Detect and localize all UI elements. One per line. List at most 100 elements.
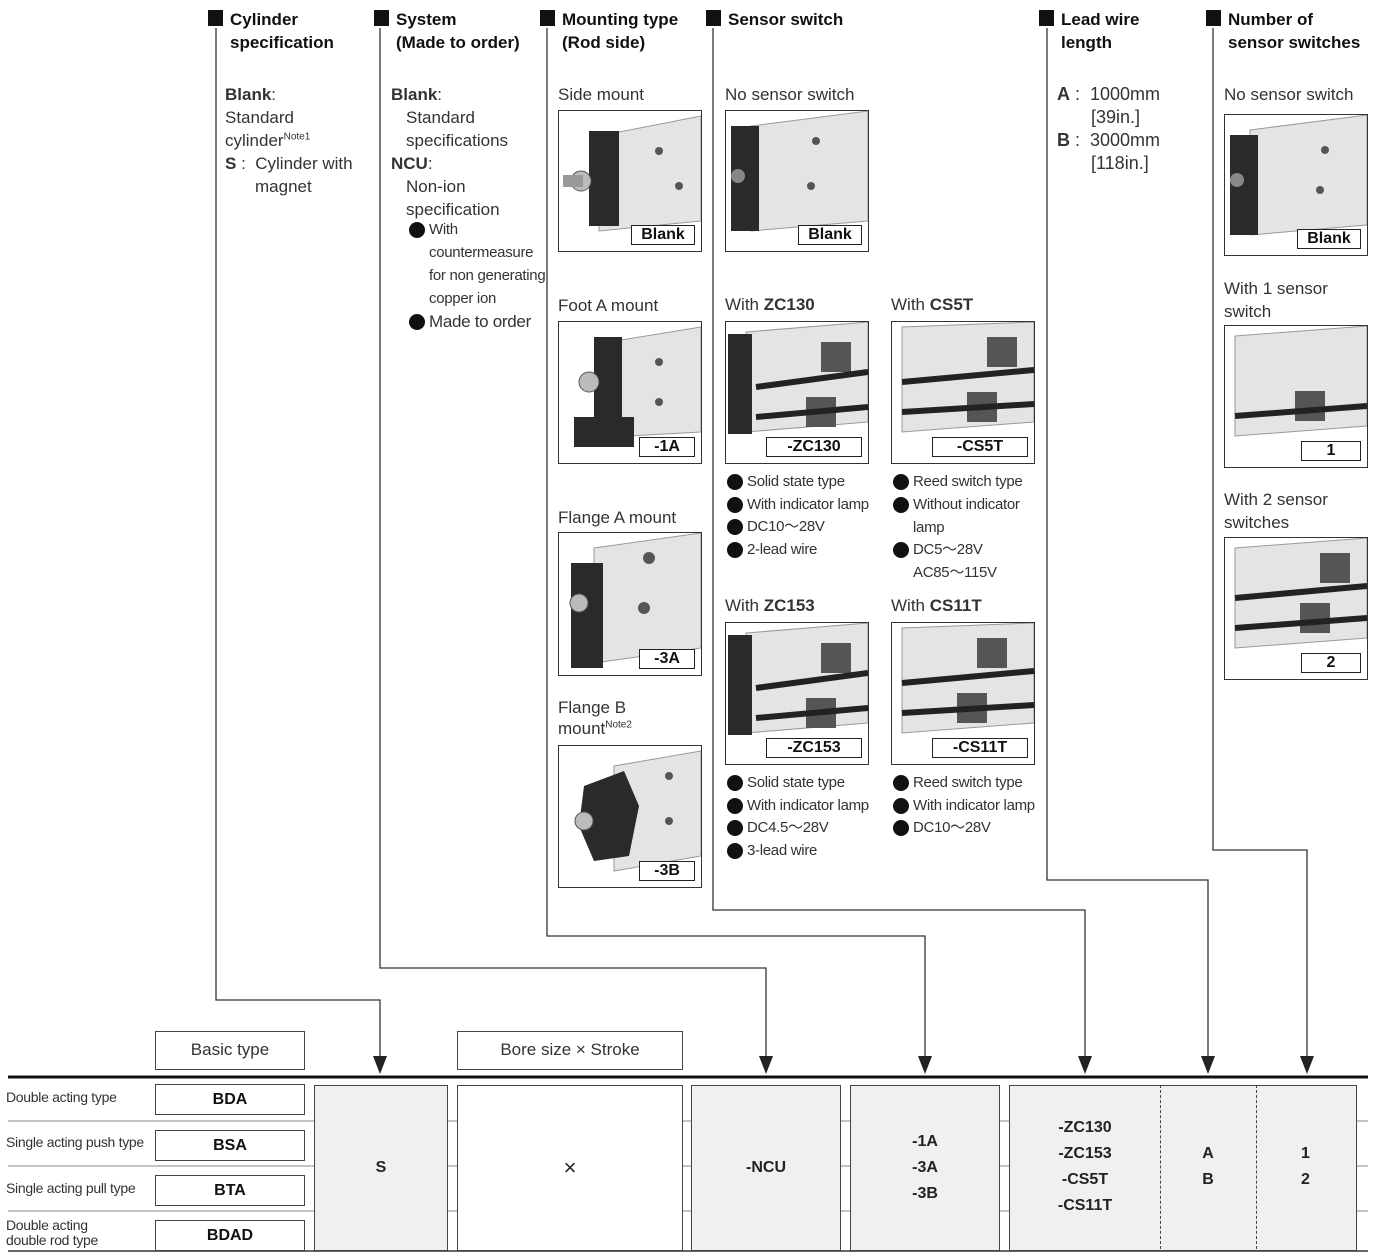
type-name: Single acting push type	[6, 1134, 144, 1150]
cell-value: -ZC130	[1058, 1119, 1112, 1136]
type-code: BTA	[155, 1175, 305, 1206]
count-blank-photo: Blank	[1224, 114, 1368, 256]
header-marker-icon	[706, 10, 721, 26]
count-label: No sensor switch	[1224, 85, 1354, 104]
spec-line: DC10～28V	[893, 816, 991, 839]
header-line: sensor switches	[1228, 33, 1361, 52]
cell-value: A	[1202, 1145, 1214, 1162]
cell-value: -1A	[912, 1133, 938, 1150]
zc130-specs: Solid state type	[727, 470, 845, 493]
mount-label: mount	[558, 719, 606, 738]
bullet-line: countermeasure	[429, 244, 534, 261]
cell-value: -CS5T	[1061, 1171, 1109, 1188]
system-spec-options: Blank: Standard specifications NCU: Non-…	[391, 85, 509, 219]
header-marker-icon	[1039, 10, 1054, 26]
sensor-title: With CS11T	[891, 595, 982, 617]
sensor-code: -CS5T	[932, 437, 1028, 457]
spec-line-multi: DC5～28V AC85～115V	[893, 538, 997, 584]
count-label-block: With 2 sensor switches	[1224, 488, 1328, 534]
spec-line: Without indicator	[913, 496, 1020, 513]
spec-line: DC5～28V	[913, 541, 983, 558]
system-bullet: Made to order	[409, 310, 531, 333]
cs11t-photo: -CS11T	[891, 622, 1035, 765]
option-key: Blank	[391, 85, 438, 104]
option-sub: [39in.]	[1091, 107, 1141, 127]
header-cylinder-spec: Cylinder specification	[208, 8, 334, 54]
cell-value: -CS11T	[1057, 1197, 1113, 1214]
type-name: double rod type	[6, 1232, 99, 1248]
mount-code: -1A	[639, 437, 695, 457]
spec-line: AC85～115V	[913, 564, 997, 581]
option-desc: magnet	[255, 177, 312, 196]
cell-switch-count: 1 2	[1257, 1086, 1354, 1248]
cell-bore-stroke: ×	[457, 1085, 683, 1251]
header-line: Cylinder	[230, 10, 299, 29]
header-marker-icon	[540, 10, 555, 26]
cell-value: 1	[1301, 1145, 1310, 1162]
spec-line: Solid state type	[727, 771, 845, 794]
header-line: System	[396, 10, 457, 29]
sensor-label: No sensor switch	[725, 85, 855, 104]
mount-label: Flange A mount	[558, 508, 677, 527]
option-desc: Non-ion	[406, 177, 466, 196]
count-label: With 1 sensor	[1224, 279, 1328, 298]
cell-value: -3B	[912, 1185, 938, 1202]
header-line: Sensor switch	[728, 10, 844, 29]
type-name-block: Double acting double rod type	[6, 1218, 98, 1248]
option-value: 1000mm	[1090, 84, 1161, 104]
option-desc: specification	[406, 200, 500, 219]
cell-sensor: -ZC130 -ZC153 -CS5T -CS11T	[1010, 1086, 1160, 1248]
option-key: NCU	[391, 154, 428, 173]
header-line: (Rod side)	[562, 33, 646, 52]
option-desc: specifications	[406, 131, 509, 150]
mount-label: Foot A mount	[558, 296, 659, 315]
header-system: System (Made to order)	[374, 8, 520, 54]
type-code: BDA	[155, 1084, 305, 1115]
cell-mounting: -1A -3A -3B	[850, 1085, 1000, 1251]
zc130-photo: -ZC130	[725, 321, 869, 464]
spec-line: DC10～28V	[727, 515, 825, 538]
lead-wire-options: A : 1000mm [39in.] B : 3000mm [118in.]	[1057, 84, 1161, 173]
spec-line: 3-lead wire	[726, 839, 817, 862]
count-code: Blank	[1297, 229, 1361, 249]
option-desc: cylinder	[225, 131, 284, 150]
option-desc: Standard	[406, 108, 475, 127]
bullet-line: for non generating	[429, 267, 546, 284]
sensor-code: Blank	[798, 225, 862, 245]
mount-code: -3A	[639, 649, 695, 669]
option-desc: Cylinder with	[255, 154, 353, 173]
sensor-name: ZC130	[763, 295, 815, 314]
spec-line: Reed switch type	[892, 470, 1023, 493]
mount-label: Side mount	[558, 85, 644, 104]
count-2-photo: 2	[1224, 537, 1368, 680]
sensor-code: -CS11T	[932, 738, 1028, 758]
sensor-prefix: With	[725, 295, 764, 314]
foot-a-mount-photo: -1A	[558, 321, 702, 464]
spec-line-multi: Without indicator lamp	[893, 493, 1020, 539]
spec-line: With indicator lamp	[727, 794, 869, 817]
spec-line: 2-lead wire	[726, 538, 817, 561]
type-code: BSA	[155, 1130, 305, 1161]
header-marker-icon	[208, 10, 223, 26]
count-code: 2	[1301, 653, 1361, 673]
header-number-of-switches: Number of sensor switches	[1206, 8, 1361, 54]
header-line: length	[1061, 33, 1112, 52]
divider	[1256, 1085, 1257, 1249]
cell-sensor-group	[1009, 1085, 1357, 1251]
cell-system: -NCU	[691, 1085, 841, 1251]
header-sensor-switch: Sensor switch	[706, 8, 844, 31]
mount-code: Blank	[631, 225, 695, 245]
spec-line: lamp	[913, 519, 945, 536]
sensor-name: ZC153	[763, 596, 815, 615]
sensor-title: With CS5T	[891, 294, 973, 316]
count-code: 1	[1301, 441, 1361, 461]
type-name: Double acting type	[6, 1089, 117, 1105]
flange-b-mount-photo: -3B	[558, 745, 702, 888]
spec-line: Solid state type	[747, 473, 845, 490]
mount-code: -3B	[639, 861, 695, 881]
spec-line: DC4.5～28V	[727, 816, 829, 839]
type-name: Single acting pull type	[6, 1180, 136, 1196]
sensor-code: -ZC153	[766, 738, 862, 758]
cell-value: -ZC153	[1058, 1145, 1112, 1162]
